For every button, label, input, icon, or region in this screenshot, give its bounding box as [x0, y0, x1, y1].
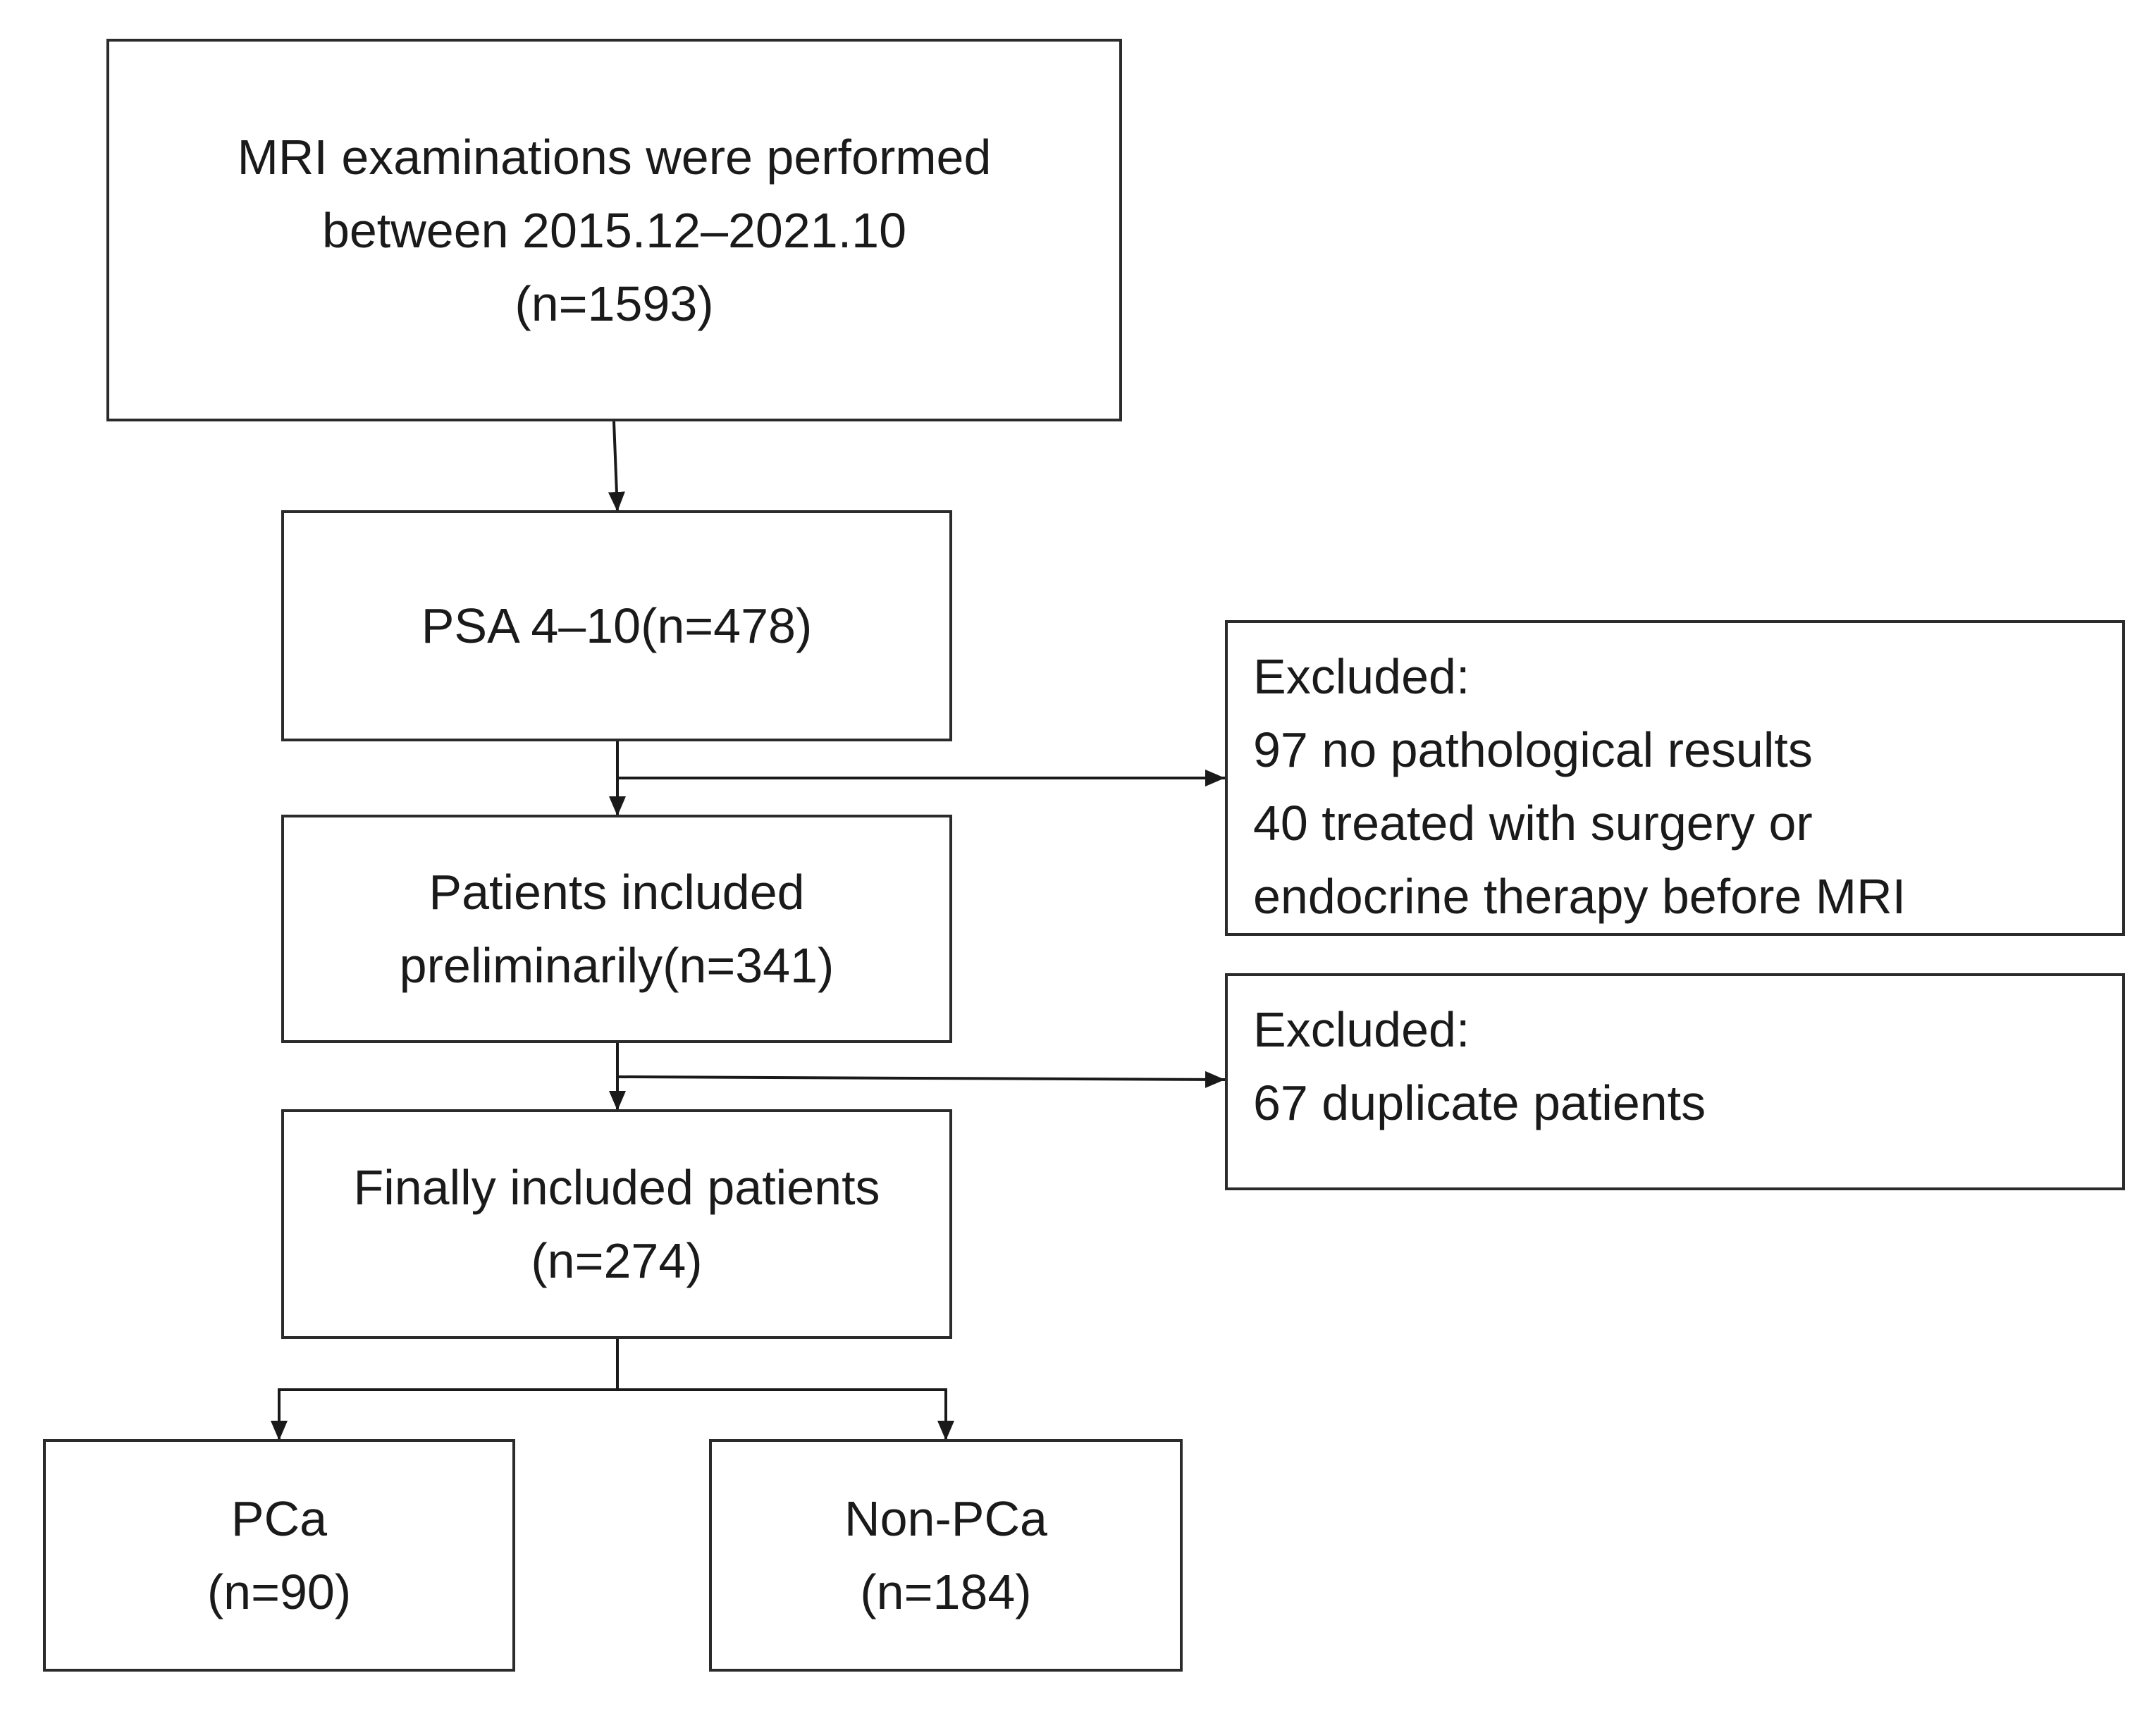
arrow-to-excluded2 — [617, 1070, 1226, 1088]
mri-box-line-3: (n=1593) — [515, 276, 714, 331]
final-box-line-2: (n=274) — [531, 1233, 703, 1288]
excluded1-line-1: Excluded: — [1253, 649, 1470, 704]
final-patients-box: Finally included patients (n=274) — [281, 1109, 952, 1339]
pca-box-line-1: PCa — [230, 1491, 328, 1546]
excluded2-line-2: 67 duplicate patients — [1253, 1075, 1706, 1130]
psa-box-line-1: PSA 4–10(n=478) — [421, 598, 813, 653]
excluded1-line-4: endocrine therapy before MRI — [1253, 869, 1906, 924]
pca-box-line-2: (n=90) — [207, 1564, 352, 1619]
mri-box-line-2: between 2015.12–2021.10 — [321, 202, 907, 258]
pca-box: PCa (n=90) — [43, 1439, 515, 1672]
nonpca-box-line-1: Non-PCa — [844, 1491, 1047, 1546]
nonpca-box-line-2: (n=184) — [860, 1564, 1032, 1619]
final-box-line-1: Finally included patients — [353, 1160, 880, 1215]
prelim-box-line-2: preliminarily(n=341) — [399, 938, 834, 993]
prelim-box-line-1: Patients included — [429, 865, 805, 920]
psa-box: PSA 4–10(n=478) — [281, 510, 952, 741]
excluded1-line-2: 97 no pathological results — [1253, 722, 1813, 777]
preliminary-patients-box: Patients included preliminarily(n=341) — [281, 815, 952, 1043]
excluded-box-1: Excluded: 97 no pathological results 40 … — [1225, 620, 2125, 936]
mri-exams-box: MRI examinations were performed between … — [106, 39, 1122, 421]
excluded1-line-3: 40 treated with surgery or — [1253, 796, 1813, 851]
excluded-box-2: Excluded: 67 duplicate patients — [1225, 973, 2125, 1190]
non-pca-box: Non-PCa (n=184) — [709, 1439, 1183, 1672]
mri-box-line-1: MRI examinations were performed — [237, 129, 992, 185]
arrow-mri-to-psa — [608, 421, 625, 512]
excluded2-line-1: Excluded: — [1253, 1002, 1470, 1057]
